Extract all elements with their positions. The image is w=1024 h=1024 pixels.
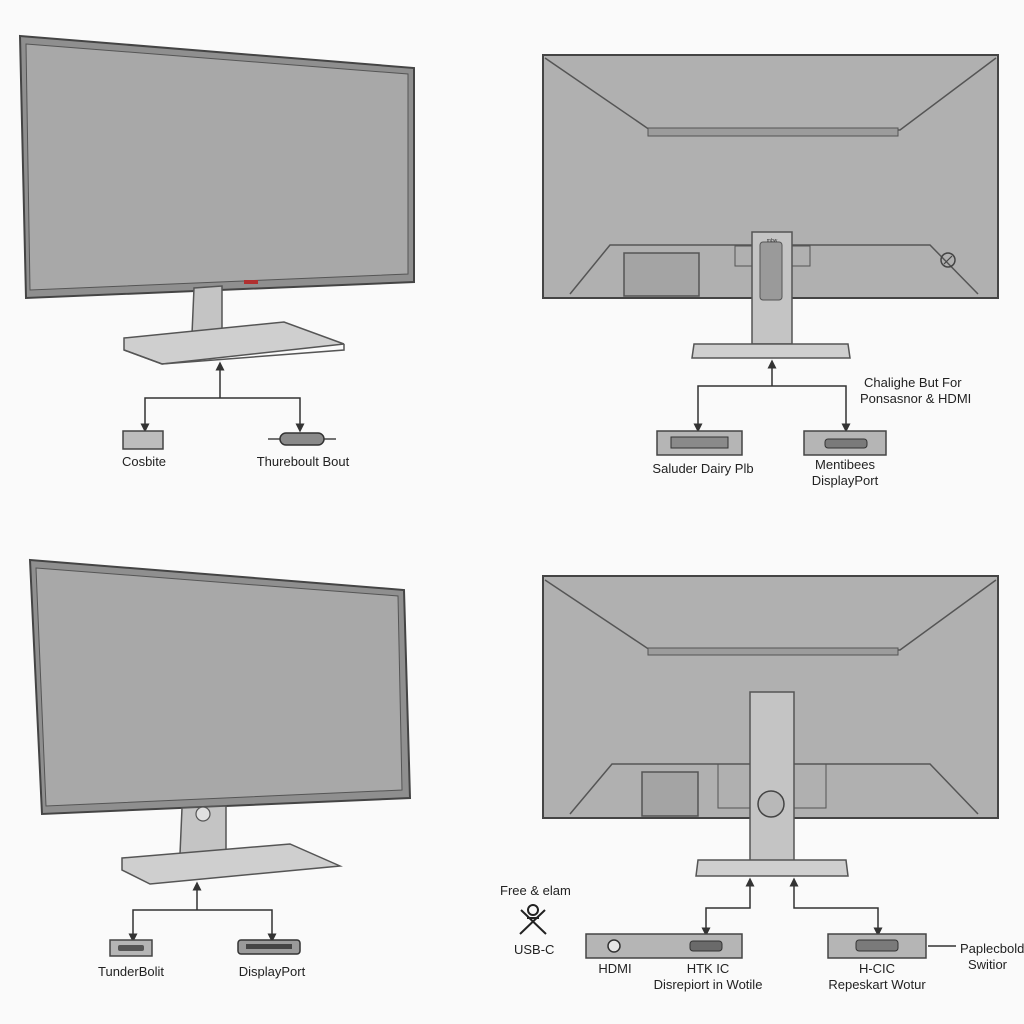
stand-base bbox=[121, 843, 343, 885]
connector-tree-bottom-left bbox=[128, 881, 277, 943]
connector-tree-top-left bbox=[140, 361, 305, 433]
stand-neck bbox=[191, 285, 223, 335]
label-switior: Switior bbox=[968, 957, 1008, 972]
label-tunderbolit: TunderBolit bbox=[98, 964, 164, 979]
stand-base bbox=[695, 859, 849, 877]
cable-port-icon bbox=[122, 430, 164, 450]
hdmi-port-icon bbox=[689, 940, 723, 952]
connector-tree-bottom-right bbox=[701, 877, 956, 947]
thunderbolt-port-icon-bottom bbox=[109, 939, 153, 957]
rear-monitor-top-right: mbw bbox=[542, 54, 999, 359]
label-saluder-dairy: Saluder Dairy Plb bbox=[652, 461, 754, 476]
label-paplecbold: Paplecbold bbox=[960, 941, 1024, 956]
label-displayport-bottom: DisplayPort bbox=[238, 964, 306, 979]
connector-tree-top-right bbox=[693, 359, 851, 433]
front-monitor-top-left bbox=[18, 34, 415, 365]
displayport-port-icon-top bbox=[803, 430, 887, 456]
power-led-icon bbox=[244, 280, 258, 284]
stand-base bbox=[691, 343, 851, 359]
stand-tag: mbw bbox=[767, 238, 778, 244]
callout-line-2: Ponsasnor & HDMI bbox=[860, 391, 972, 406]
label-disrepiort: Disrepiort in Wotile bbox=[653, 977, 763, 992]
front-monitor-bottom-left bbox=[28, 558, 412, 885]
label-thureboult-bout: Thureboult Bout bbox=[256, 454, 350, 469]
stand-column bbox=[749, 691, 795, 863]
label-hdmi: HDMI bbox=[598, 961, 632, 976]
io-panel bbox=[641, 771, 699, 817]
label-cosbite: Cosbite bbox=[121, 454, 167, 469]
thunderbolt-port-icon bbox=[268, 432, 336, 446]
label-repeskart: Repeskart Wotur bbox=[828, 977, 926, 992]
rear-monitor-bottom-right bbox=[542, 575, 999, 877]
usb-c-icon bbox=[519, 904, 547, 935]
audio-jack-icon bbox=[607, 939, 621, 953]
monitor-screen bbox=[25, 43, 409, 291]
displayport-port-icon-bottom bbox=[237, 939, 301, 955]
cable-hole-icon bbox=[757, 790, 785, 818]
label-usb-c: USB-C bbox=[514, 942, 555, 957]
stand-base bbox=[123, 321, 345, 365]
label-free-elam: Free & elam bbox=[500, 883, 571, 898]
hub-port-icon bbox=[827, 933, 927, 959]
callout-line-1: Chalighe But For bbox=[864, 375, 962, 390]
monitor-screen bbox=[35, 567, 403, 807]
label-mentibees: Mentibees bbox=[815, 457, 875, 472]
label-h-cic: H-CIC bbox=[858, 961, 896, 976]
label-displayport-top: DisplayPort bbox=[811, 473, 879, 488]
io-strip-bottom-right bbox=[585, 933, 743, 959]
power-button-icon bbox=[940, 252, 956, 268]
ethernet-port-icon bbox=[656, 430, 743, 456]
io-panel bbox=[623, 252, 700, 297]
label-htk-ic: HTK IC bbox=[686, 961, 730, 976]
